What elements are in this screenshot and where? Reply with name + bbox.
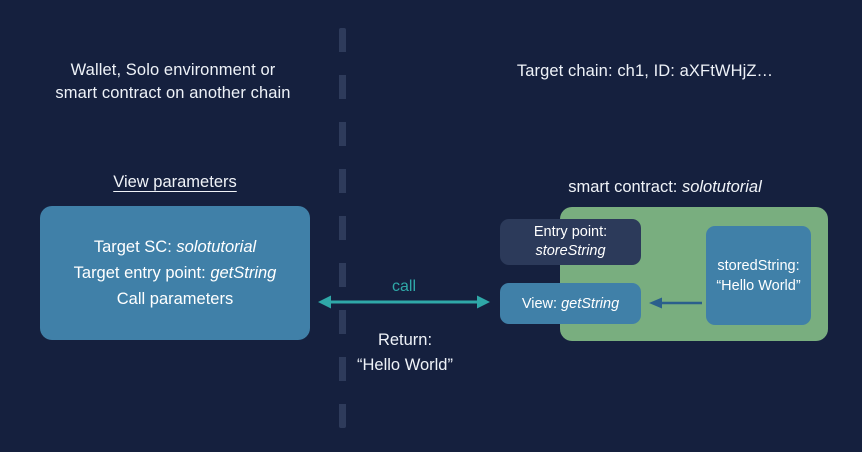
smart-contract-title-value: solotutorial bbox=[681, 178, 762, 196]
stored-string-to-view-arrow-icon bbox=[649, 297, 702, 309]
left-header-line-1: Wallet, Solo environment or bbox=[70, 61, 276, 79]
view-value: getString bbox=[561, 295, 620, 312]
right-side-header: Target chain: ch1, ID: aXFtWHjZ… bbox=[516, 62, 774, 80]
bidirectional-call-arrow-icon bbox=[318, 295, 490, 309]
left-side-header: Wallet, Solo environment or smart contra… bbox=[20, 59, 326, 105]
target-sc-value: solotutorial bbox=[176, 237, 257, 256]
return-line-1: Return: bbox=[377, 331, 433, 349]
smart-contract-title-label: smart contract: bbox=[568, 178, 682, 196]
stored-string-value: “Hello World” bbox=[716, 277, 801, 294]
view-parameters-box: Target SC: solotutorial Target entry poi… bbox=[40, 206, 310, 340]
smart-contract-title: smart contract: solotutorial bbox=[500, 178, 830, 197]
entry-point-label: Entry point: bbox=[533, 224, 608, 240]
target-sc-label: Target SC: bbox=[93, 237, 177, 256]
stored-string-label: storedString: bbox=[717, 257, 800, 274]
target-entry-point-value: getString bbox=[210, 263, 277, 282]
left-header-line-2: smart contract on another chain bbox=[55, 84, 291, 102]
view-getstring-box: View: getString bbox=[500, 283, 641, 324]
chain-boundary-divider bbox=[339, 28, 346, 428]
view-line: View: getString bbox=[522, 296, 619, 312]
entry-point-value: storeString bbox=[535, 243, 606, 259]
call-arrow-label: call bbox=[391, 278, 416, 295]
target-entry-point-line: Target entry point: getString bbox=[74, 261, 277, 286]
return-line-2: “Hello World” bbox=[357, 356, 453, 374]
view-parameters-title: View parameters bbox=[113, 173, 237, 191]
entry-point-box: Entry point: storeString bbox=[500, 219, 641, 265]
target-entry-point-label: Target entry point: bbox=[73, 263, 211, 282]
stored-string-box: storedString: “Hello World” bbox=[706, 226, 811, 325]
return-label: Return: “Hello World” bbox=[310, 328, 500, 378]
view-label: View: bbox=[521, 295, 562, 312]
call-parameters-line: Call parameters bbox=[116, 289, 234, 308]
target-sc-line: Target SC: solotutorial bbox=[94, 235, 256, 260]
